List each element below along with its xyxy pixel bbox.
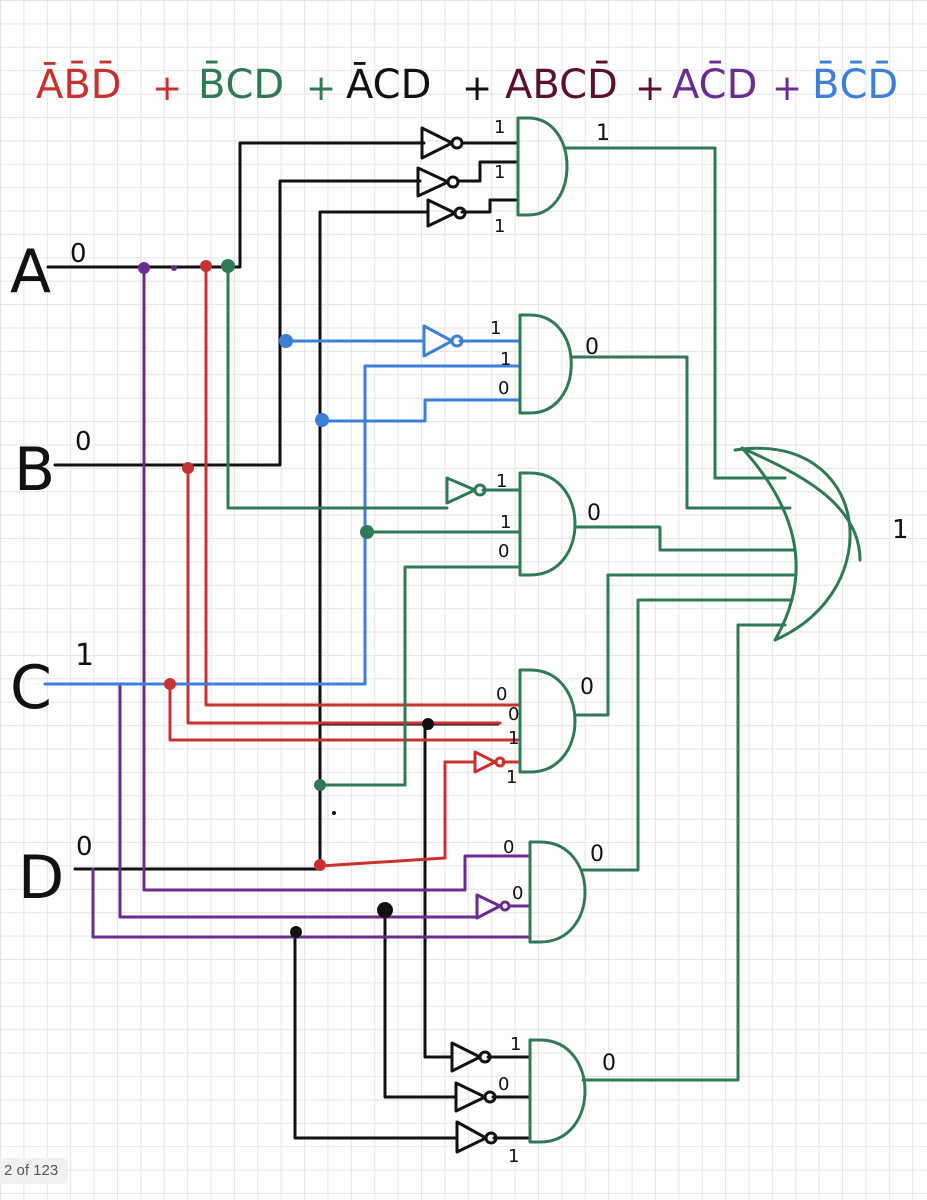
input-label-b: B <box>14 435 55 505</box>
expr-term-5: AC̄D <box>672 60 757 108</box>
g5-pin-1: 0 <box>503 837 514 858</box>
expr-term-3: ĀCD <box>346 61 431 108</box>
or-in-1 <box>563 146 787 480</box>
and-gates <box>516 116 587 1144</box>
black-wires <box>46 141 532 1140</box>
g6-pin-1: 1 <box>510 1034 521 1055</box>
input-label-a: A <box>10 237 51 307</box>
expr-plus-2: + <box>306 68 336 109</box>
red-wires <box>168 265 522 868</box>
g4-pin-2: 0 <box>508 704 519 725</box>
input-value-d: 0 <box>76 832 93 862</box>
page-indicator: 2 of 123 <box>0 1158 69 1184</box>
g5-pin-2: 0 <box>512 883 523 904</box>
and-gate-3 <box>518 471 577 577</box>
or-in-6 <box>581 623 787 1082</box>
g1-pin-1: 1 <box>494 117 505 138</box>
g3-pin-1: 1 <box>496 471 507 492</box>
expr-plus-4: + <box>635 68 665 109</box>
g1-output: 1 <box>596 121 610 146</box>
and-gate-2 <box>518 313 573 415</box>
or-in-2 <box>570 355 792 510</box>
g3-output: 0 <box>587 501 601 526</box>
g6-output: 0 <box>602 1051 616 1076</box>
g6-pin-2: 0 <box>498 1074 509 1095</box>
expr-term-2: B̄CD <box>198 60 284 108</box>
g3-pin-2: 1 <box>500 512 511 533</box>
g2-output: 0 <box>585 335 599 360</box>
wire-g1-out2 <box>456 160 520 183</box>
g1-pin-3: 1 <box>494 216 505 237</box>
and-gate-6 <box>528 1038 587 1144</box>
or-gate <box>733 446 862 642</box>
g4-pin-4: 1 <box>506 767 517 788</box>
green-wires <box>226 146 797 1082</box>
or-in-4 <box>573 573 797 717</box>
expr-term-6: B̄C̄D̄ <box>812 60 898 108</box>
input-label-c: C <box>10 653 52 723</box>
expr-plus-1: + <box>152 68 182 109</box>
purple-wires <box>91 265 532 939</box>
g2-pin-2: 1 <box>500 349 511 370</box>
and-gate-1 <box>516 116 569 217</box>
input-value-b: 0 <box>75 427 92 457</box>
boolean-expression: ĀB̄D̄ + B̄CD + ĀCD + ABCD̄ + AC̄D + B̄C̄… <box>36 60 898 109</box>
g3-pin-3: 0 <box>498 541 509 562</box>
or-in-5 <box>581 598 794 872</box>
not-gates-color <box>422 324 511 920</box>
input-labels: A 0 B 0 C 1 D 0 <box>10 237 94 913</box>
or-in-3 <box>573 525 797 552</box>
g4-output: 0 <box>580 675 594 700</box>
wire-b-main <box>53 179 422 467</box>
wire-or-d-to-g5 <box>423 722 454 1059</box>
expr-plus-5: + <box>772 68 802 109</box>
wire-g6-d <box>293 930 459 1140</box>
wire-g1-out3 <box>460 198 520 214</box>
g1-pin-2: 1 <box>494 162 505 183</box>
not-gates-black <box>416 126 498 1154</box>
and-gate-4 <box>518 668 577 774</box>
junction-dots <box>138 259 434 938</box>
input-label-d: D <box>18 843 64 913</box>
wire-a-main <box>46 141 426 269</box>
wire-d-main <box>73 210 430 871</box>
g5-output: 0 <box>590 842 604 867</box>
or-output-value: 1 <box>892 515 909 545</box>
blue-wires <box>43 339 522 686</box>
input-value-a: 0 <box>70 239 87 269</box>
gate-values: 1 1 1 1 1 1 0 0 1 1 0 0 0 0 1 1 0 0 0 0 … <box>490 117 616 1167</box>
input-value-c: 1 <box>75 638 94 673</box>
expr-plus-3: + <box>462 68 492 109</box>
g6-pin-3: 1 <box>508 1146 519 1167</box>
wire-g6-b <box>383 908 458 1099</box>
g4-pin-1: 0 <box>496 684 507 705</box>
g2-pin-3: 0 <box>498 378 509 399</box>
g4-pin-3: 1 <box>508 728 519 749</box>
expr-term-1: ĀB̄D̄ <box>36 60 122 108</box>
expr-term-4: ABCD̄ <box>505 60 618 108</box>
g2-pin-1: 1 <box>490 318 501 339</box>
and-gate-5 <box>528 840 587 944</box>
